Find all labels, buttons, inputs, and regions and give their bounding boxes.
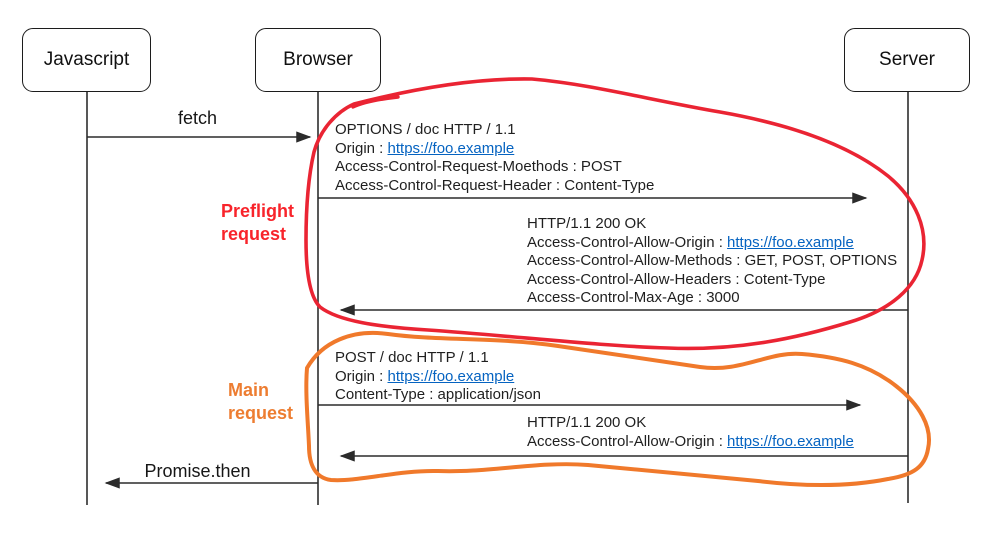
access-control-request-methods-header: Access-Control-Request-Moethods : POST	[335, 158, 622, 175]
fetch-arrow-label: fetch	[177, 108, 218, 128]
preflight-request-headers: OPTIONS / doc HTTP / 1.1 Origin : https:…	[335, 121, 654, 195]
access-control-allow-headers-header: Access-Control-Allow-Headers : Cotent-Ty…	[527, 270, 826, 288]
actor-box-browser: Browser	[255, 28, 381, 92]
actor-box-javascript: Javascript	[22, 28, 151, 92]
origin-header: Origin : https://foo.example	[335, 367, 515, 385]
promise-then-arrow-label: Promise.then	[144, 461, 251, 481]
status-line: HTTP/1.1 200 OK	[527, 414, 647, 431]
origin-link[interactable]: https://foo.example	[387, 139, 515, 157]
allow-origin-link[interactable]: https://foo.example	[727, 233, 854, 251]
allow-origin-link[interactable]: https://foo.example	[727, 432, 854, 450]
request-line: OPTIONS / doc HTTP / 1.1	[335, 121, 516, 138]
main-request-headers: POST / doc HTTP / 1.1 Origin : https://f…	[335, 349, 541, 405]
preflight-loop-pen-start	[351, 95, 400, 109]
main-response-headers: HTTP/1.1 200 OK Access-Control-Allow-Ori…	[527, 414, 854, 451]
preflight-loop-annotation	[304, 77, 926, 351]
preflight-response-headers: HTTP/1.1 200 OK Access-Control-Allow-Ori…	[527, 215, 897, 308]
access-control-request-header-header: Access-Control-Request-Header : Content-…	[335, 176, 655, 194]
actor-label-javascript: Javascript	[43, 49, 130, 70]
access-control-allow-origin-header: Access-Control-Allow-Origin : https://fo…	[527, 432, 854, 450]
origin-header: Origin : https://foo.example	[335, 139, 515, 157]
content-type-header: Content-Type : application/json	[335, 386, 541, 403]
access-control-allow-methods-header: Access-Control-Allow-Methods : GET, POST…	[527, 252, 898, 269]
main-loop-annotation	[304, 331, 931, 487]
actor-box-server: Server	[844, 28, 970, 92]
main-request-label: Main request	[228, 380, 294, 423]
access-control-max-age-header: Access-Control-Max-Age : 3000	[527, 289, 740, 306]
preflight-request-label: Preflight request	[221, 201, 295, 244]
actor-label-server: Server	[879, 49, 935, 70]
status-line: HTTP/1.1 200 OK	[527, 215, 647, 232]
request-line: POST / doc HTTP / 1.1	[335, 349, 489, 366]
access-control-allow-origin-header: Access-Control-Allow-Origin : https://fo…	[527, 233, 854, 251]
origin-link[interactable]: https://foo.example	[387, 367, 515, 385]
actor-label-browser: Browser	[283, 49, 353, 70]
